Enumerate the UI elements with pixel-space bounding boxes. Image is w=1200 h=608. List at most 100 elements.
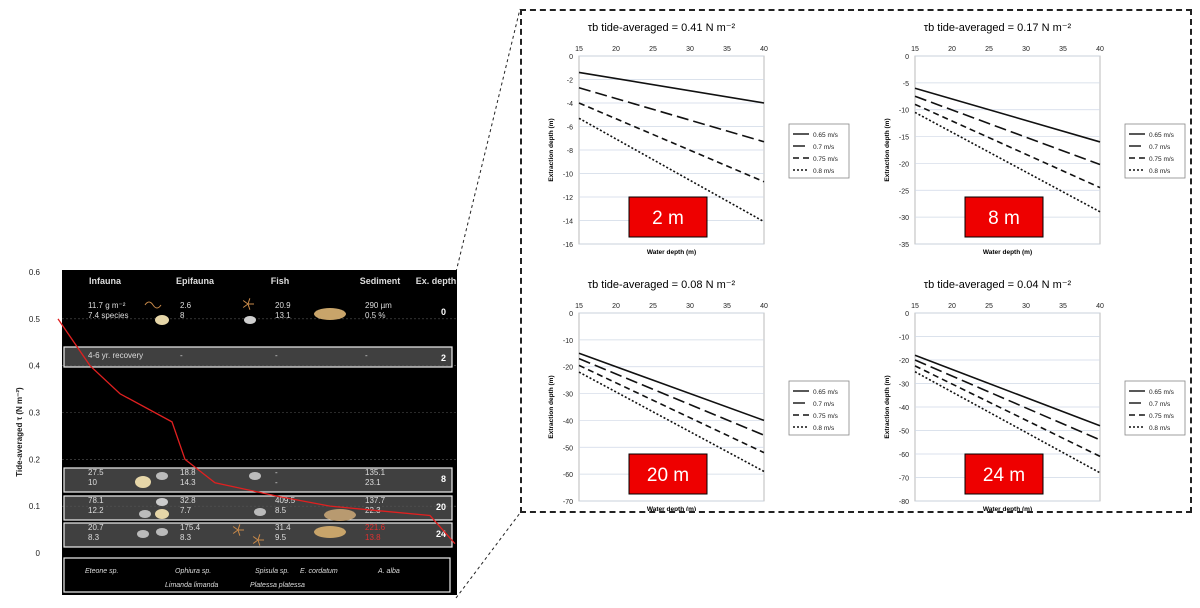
badge-label: 2 m bbox=[652, 208, 684, 229]
x-tick-label: 30 bbox=[686, 46, 694, 53]
legend-label: 0.65 m/s bbox=[813, 389, 839, 396]
x-tick-label: 30 bbox=[1022, 46, 1030, 53]
extraction-depth-label: 2 bbox=[441, 353, 446, 363]
y-tick-label: 0 bbox=[905, 311, 909, 318]
y-tick-label: -25 bbox=[899, 188, 909, 195]
y-tick-label: -40 bbox=[899, 405, 909, 412]
x-axis-label: Water depth (m) bbox=[983, 506, 1032, 511]
series-line bbox=[914, 371, 1101, 474]
row-value: 32.8 bbox=[180, 496, 196, 505]
badge-label: 20 m bbox=[647, 465, 689, 486]
row-value: 27.5 bbox=[88, 468, 104, 477]
row-value: 10 bbox=[88, 478, 97, 487]
row-value: 8.5 bbox=[275, 506, 287, 515]
y-tick-label: -35 bbox=[899, 242, 909, 249]
y-tick-label: -60 bbox=[563, 472, 573, 479]
extraction-depth-label: 0 bbox=[441, 307, 446, 317]
row-value: 20.7 bbox=[88, 523, 104, 532]
column-header: Ex. depth bbox=[416, 276, 457, 286]
species-legend-label: A. alba bbox=[377, 568, 400, 575]
extraction-chart: τb tide-averaged = 0.41 N m⁻²0-2-4-6-8-1… bbox=[548, 22, 850, 256]
row-value: - bbox=[275, 478, 278, 487]
row-value: 7.7 bbox=[180, 506, 192, 515]
y-axis-label: Extraction depth (m) bbox=[548, 118, 555, 181]
legend-box bbox=[788, 123, 850, 179]
series-line bbox=[578, 71, 765, 104]
x-tick-label: 35 bbox=[723, 46, 731, 53]
series-line bbox=[578, 371, 765, 473]
y-tick-label: -10 bbox=[563, 172, 573, 179]
extraction-depth-label: 8 bbox=[441, 474, 446, 484]
y-axis-label: Extraction depth (m) bbox=[884, 118, 891, 181]
row-value: 290 µm bbox=[365, 301, 392, 310]
column-header: Sediment bbox=[360, 276, 401, 286]
series-line bbox=[578, 86, 765, 143]
spisula-icon bbox=[155, 509, 169, 519]
y-tick-label: -30 bbox=[899, 215, 909, 222]
plaice-icon bbox=[314, 308, 346, 320]
legend-label: 0.7 m/s bbox=[813, 144, 835, 151]
chart-title: τb tide-averaged = 0.17 N m⁻² bbox=[924, 22, 1072, 34]
y-tick-label: 0.4 bbox=[29, 362, 41, 371]
species-legend-label: Spisula sp. bbox=[255, 568, 289, 575]
series-line bbox=[914, 365, 1101, 458]
badge-label: 8 m bbox=[988, 208, 1020, 229]
legend-label: 0.65 m/s bbox=[1149, 389, 1175, 396]
y-tick-label: -20 bbox=[899, 358, 909, 365]
species-legend-box bbox=[63, 557, 451, 593]
y-tick-label: -14 bbox=[563, 219, 573, 226]
albidae-icon bbox=[137, 530, 149, 538]
spisula-icon bbox=[155, 315, 169, 325]
row-value: 12.2 bbox=[88, 506, 104, 515]
albidae-icon bbox=[254, 508, 266, 516]
extraction-chart: τb tide-averaged = 0.17 N m⁻²0-5-10-15-2… bbox=[884, 22, 1186, 256]
row-value: 13.1 bbox=[275, 311, 291, 320]
y-tick-label: -50 bbox=[563, 445, 573, 452]
x-tick-label: 25 bbox=[985, 46, 993, 53]
albidae-icon bbox=[249, 472, 261, 480]
x-tick-label: 25 bbox=[649, 46, 657, 53]
row-value: 4-6 yr. recovery bbox=[88, 351, 143, 360]
x-tick-label: 40 bbox=[1096, 46, 1104, 53]
legend-label: 0.8 m/s bbox=[813, 168, 835, 175]
legend-label: 0.7 m/s bbox=[1149, 401, 1171, 408]
row-value: 18.8 bbox=[180, 468, 196, 477]
row-value: 9.5 bbox=[275, 533, 287, 542]
y-axis-label: Extraction depth (m) bbox=[548, 375, 555, 438]
tau-curve bbox=[57, 318, 456, 545]
row-value: 8 bbox=[180, 311, 185, 320]
legend-label: 0.7 m/s bbox=[1149, 144, 1171, 151]
row-value: - bbox=[365, 351, 368, 360]
y-tick-label: -70 bbox=[899, 476, 909, 483]
x-tick-label: 20 bbox=[948, 46, 956, 53]
y-tick-label: -16 bbox=[563, 242, 573, 249]
y-tick-label: -12 bbox=[563, 195, 573, 202]
x-tick-label: 30 bbox=[686, 303, 694, 310]
extraction-chart: τb tide-averaged = 0.04 N m⁻²0-10-20-30-… bbox=[884, 279, 1186, 513]
y-tick-label: -6 bbox=[567, 125, 573, 132]
y-tick-label: 0.5 bbox=[29, 315, 41, 324]
badge-label: 24 m bbox=[983, 465, 1025, 486]
extraction-depth-badge bbox=[628, 453, 708, 495]
row-value: - bbox=[275, 351, 278, 360]
x-tick-label: 15 bbox=[575, 46, 583, 53]
y-tick-label: -10 bbox=[899, 108, 909, 115]
row-value: 8.3 bbox=[180, 533, 192, 542]
row-value: 137.7 bbox=[365, 496, 386, 505]
y-axis-label: Extraction depth (m) bbox=[884, 375, 891, 438]
albidae-icon bbox=[156, 528, 168, 536]
row-value: 7.4 species bbox=[88, 311, 128, 320]
chart-title: τb tide-averaged = 0.41 N m⁻² bbox=[588, 22, 736, 34]
extraction-depth-label: 20 bbox=[436, 502, 446, 512]
row-value: 8.3 bbox=[88, 533, 100, 542]
y-tick-label: -5 bbox=[903, 81, 909, 88]
row-value: 13.8 bbox=[365, 533, 381, 542]
legend-box bbox=[1124, 380, 1186, 436]
eteone-icon bbox=[144, 301, 162, 309]
x-tick-label: 40 bbox=[760, 303, 768, 310]
y-tick-label: -15 bbox=[899, 135, 909, 142]
legend-label: 0.75 m/s bbox=[813, 413, 839, 420]
